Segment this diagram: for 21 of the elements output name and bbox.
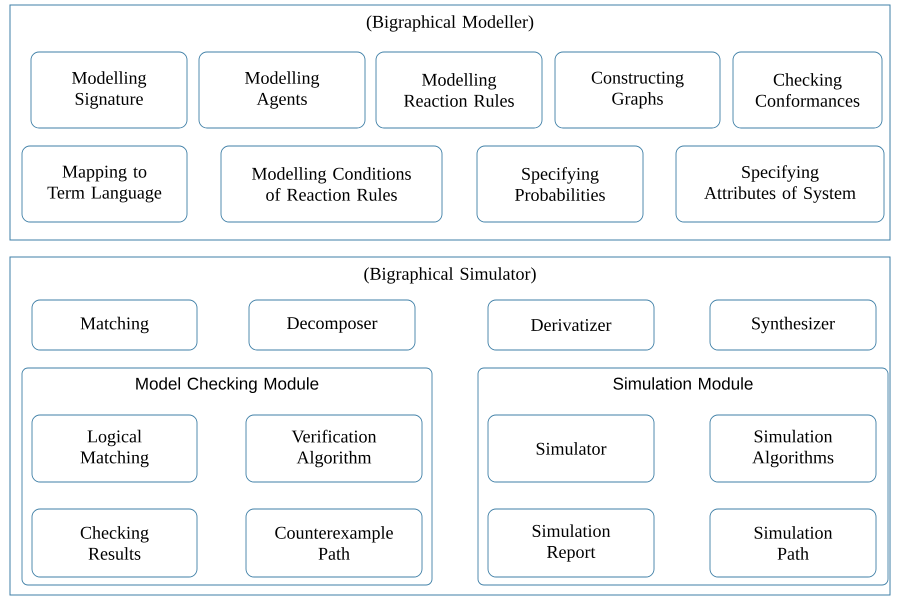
component-box: Simulator (488, 414, 654, 482)
component-box: Simulation Path (710, 508, 876, 578)
component-box: Synthesizer (710, 300, 876, 350)
component-box: Simulation Report (488, 508, 654, 578)
component-box: Matching (32, 300, 198, 350)
component-box: Modelling Conditions of Reaction Rules (220, 146, 442, 222)
component-box: Checking Results (32, 508, 198, 578)
component-box: Logical Matching (32, 414, 198, 482)
component-box: Counterexample Path (246, 508, 422, 578)
component-box: Modelling Agents (198, 52, 366, 128)
component-box: Decomposer (248, 300, 416, 350)
component-box: Mapping to Term Language (22, 146, 188, 222)
component-box: Constructing Graphs (554, 52, 720, 128)
component-box: Verification Algorithm (246, 414, 422, 482)
component-box: Derivatizer (488, 300, 654, 350)
component-box: Simulation Algorithms (710, 414, 876, 482)
component-box: Modelling Signature (30, 52, 188, 128)
component-box: Checking Conformances (732, 52, 882, 128)
component-box: Modelling Reaction Rules (376, 52, 542, 128)
component-box: Specifying Probabilities (476, 146, 644, 222)
component-box: Specifying Attributes of System (676, 146, 884, 222)
